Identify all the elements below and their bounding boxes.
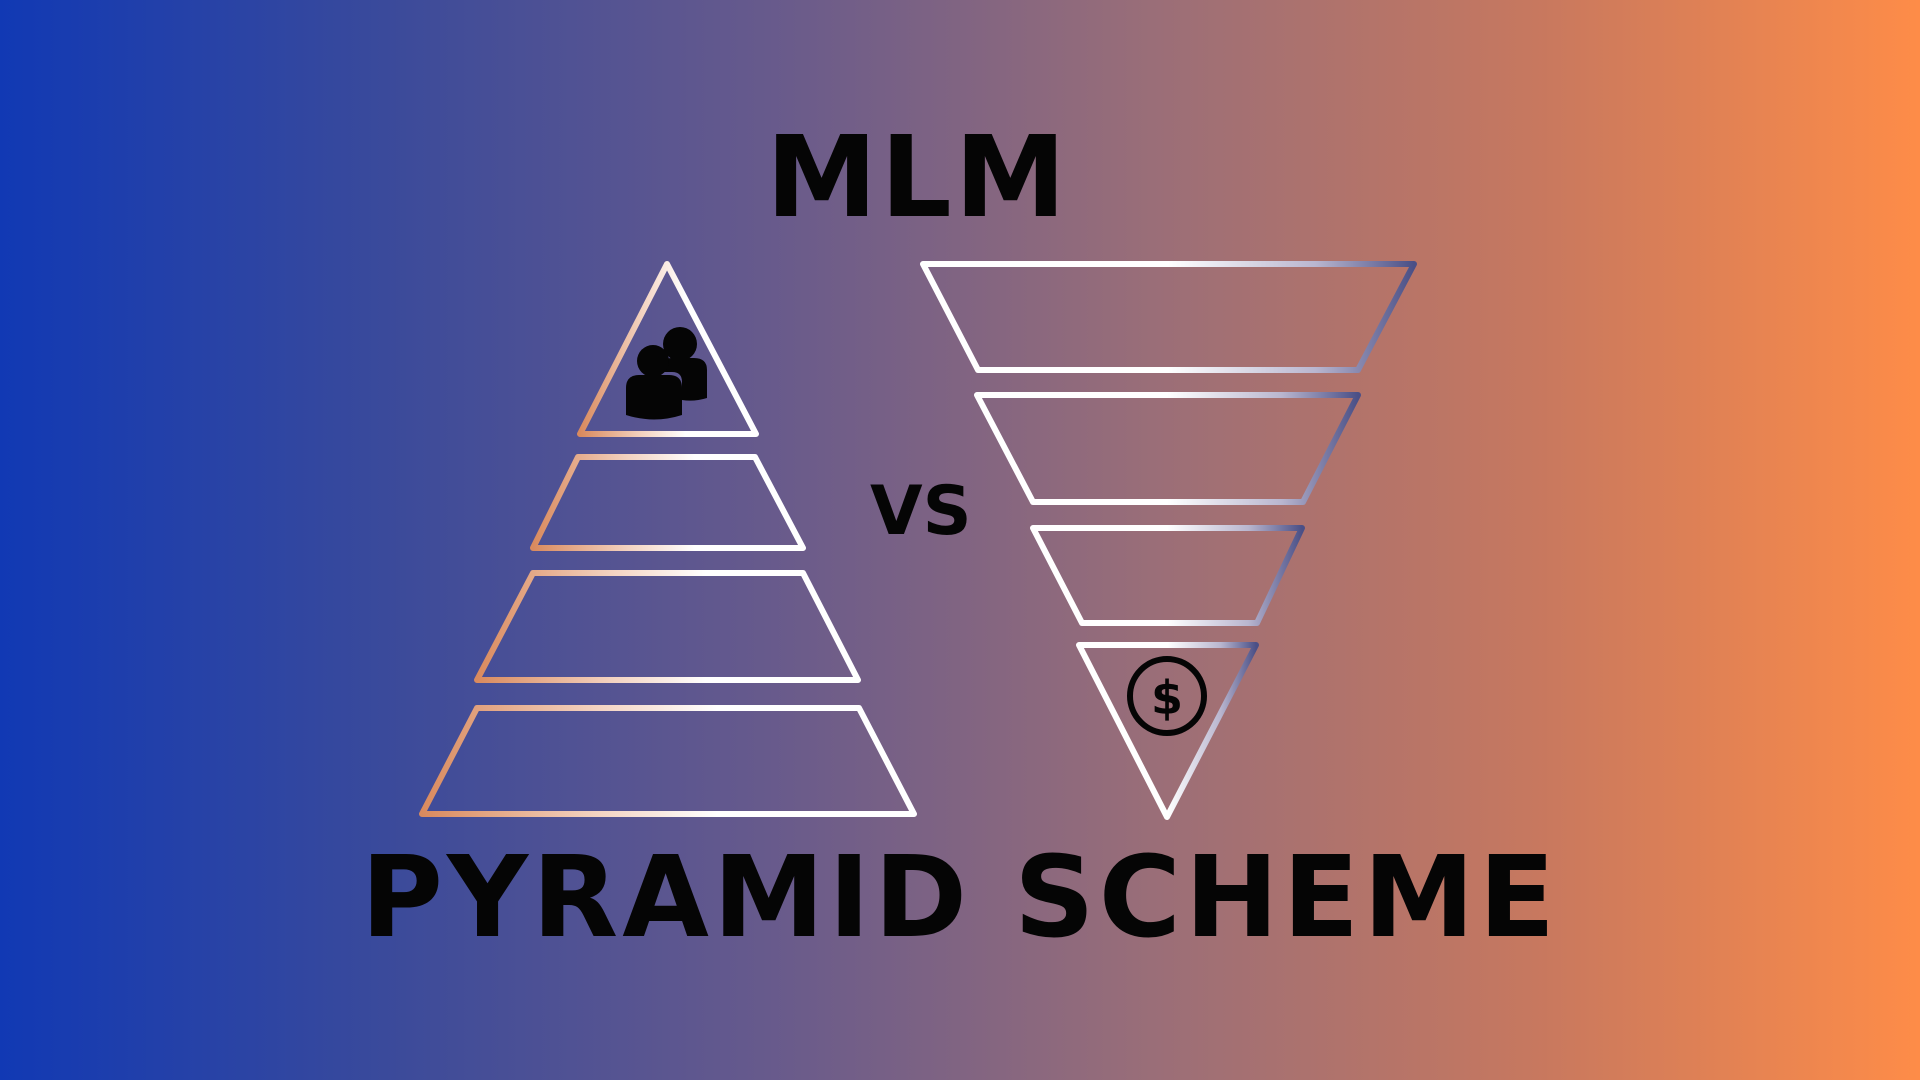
funnel-tier-bottom <box>1076 642 1259 820</box>
people-group-icon <box>626 327 707 420</box>
vs-label: VS <box>870 472 972 551</box>
pyramid <box>419 261 917 817</box>
dollar-coin-icon: $ <box>1127 656 1207 736</box>
svg-text:$: $ <box>1151 671 1183 725</box>
pyramid-tier-3 <box>474 570 861 683</box>
funnel-tier-2 <box>974 392 1361 505</box>
title-pyramid-scheme: PYRAMID SCHEME <box>360 833 1560 963</box>
funnel-tier-top <box>920 261 1417 373</box>
funnel-tier-3 <box>1030 525 1305 626</box>
pyramid-tier-2 <box>530 454 806 551</box>
funnel <box>920 261 1417 820</box>
pyramid-tier-top <box>577 261 759 437</box>
title-mlm: MLM <box>765 113 1070 243</box>
pyramid-tier-bottom <box>419 705 917 817</box>
